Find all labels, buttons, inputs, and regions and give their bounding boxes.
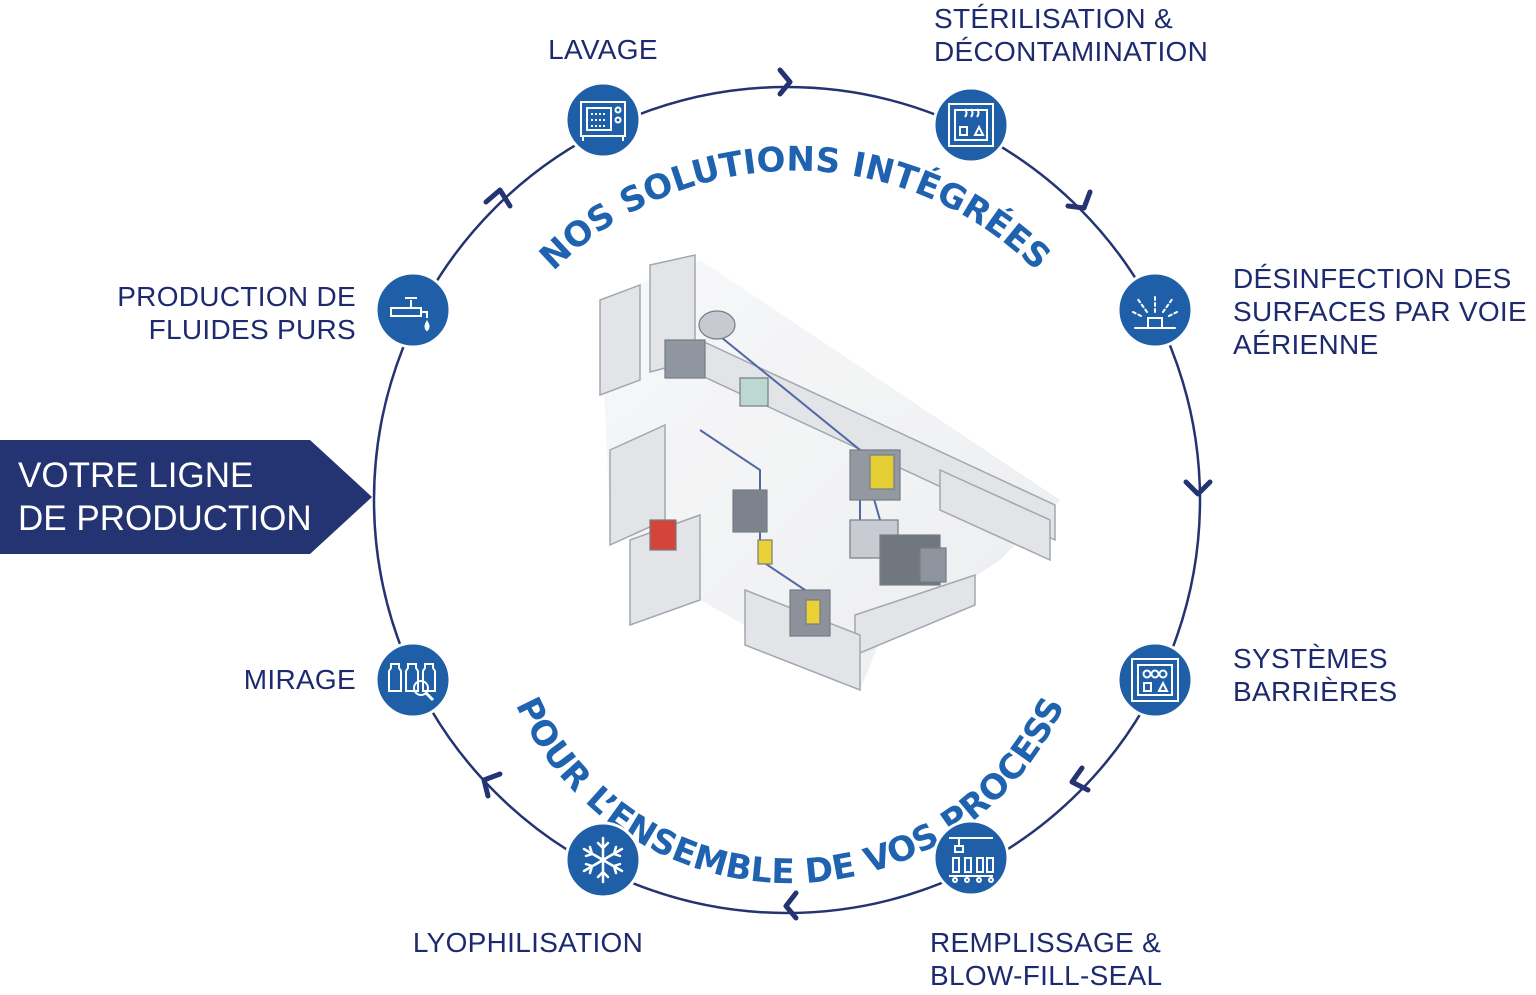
arrow-chevron-icon	[1069, 765, 1091, 793]
washer-icon	[580, 101, 626, 141]
fogger-icon	[1132, 293, 1178, 329]
direction-arrows	[481, 67, 1213, 921]
step-node-sterilisation	[932, 86, 1010, 164]
label-sterilisation: STÉRILISATION & DÉCONTAMINATION	[934, 3, 1209, 67]
label-lyophilisation: LYOPHILISATION	[412, 927, 644, 958]
vial-inspection-icon	[388, 663, 436, 702]
label-remplissage: REMPLISSAGE & BLOW-FILL-SEAL	[930, 927, 1163, 991]
step-node-systemes-barrieres	[1116, 641, 1194, 719]
label-mirage: MIRAGE	[243, 664, 356, 695]
label-systemes-barrieres: SYSTÈMES BARRIÈRES	[1233, 643, 1398, 707]
arrow-chevron-icon	[483, 187, 513, 209]
arrow-chevron-icon	[777, 67, 793, 97]
step-node-desinfection	[1116, 271, 1194, 349]
step-node-mirage	[374, 641, 452, 719]
banner-line-2: DE PRODUCTION	[18, 499, 312, 538]
autoclave-icon	[948, 103, 994, 147]
production-line-3d-illustration	[599, 254, 1060, 692]
label-desinfection: DÉSINFECTION DES SURFACES PAR VOIE AÉRIE…	[1233, 263, 1527, 360]
label-lavage: LAVAGE	[548, 34, 658, 65]
production-line-banner: VOTRE LIGNE DE PRODUCTION	[0, 440, 372, 554]
isolator-icon	[1131, 658, 1179, 702]
step-node-remplissage	[932, 819, 1010, 897]
arrow-chevron-icon	[1065, 189, 1093, 211]
arrow-chevron-icon	[1183, 479, 1213, 497]
arrow-chevron-icon	[481, 771, 503, 799]
snowflake-icon	[582, 836, 624, 884]
arrow-chevron-icon	[783, 890, 799, 921]
step-node-lavage	[564, 81, 642, 159]
filling-line-icon	[949, 837, 994, 883]
label-fluides-purs: PRODUCTION DE FLUIDES PURS	[117, 281, 356, 345]
step-node-lyophilisation	[564, 821, 642, 899]
water-tap-icon	[390, 297, 430, 332]
step-node-fluides-purs	[374, 271, 452, 349]
banner-line-1: VOTRE LIGNE	[18, 456, 254, 495]
